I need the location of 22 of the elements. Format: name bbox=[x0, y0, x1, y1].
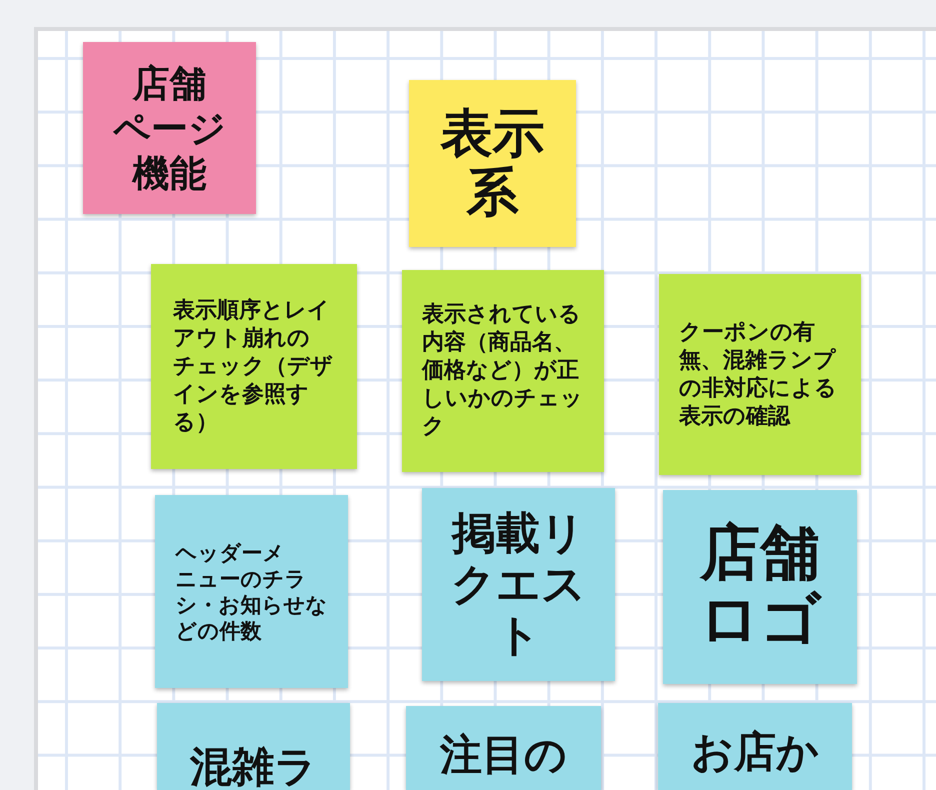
sticky-note bbox=[402, 270, 604, 472]
note-text: 注目の bbox=[438, 732, 568, 778]
sticky-note bbox=[83, 42, 256, 214]
note-text: クーポンの有無、混雑ランプの非対応による表示の確認 bbox=[679, 318, 838, 430]
sticky-note bbox=[658, 703, 852, 790]
note-text: お店か bbox=[690, 729, 820, 775]
sticky-note bbox=[663, 490, 857, 684]
note-text: 表示系 bbox=[439, 104, 546, 222]
note-text: 掲載リクエスト bbox=[450, 508, 587, 661]
sticky-note bbox=[157, 703, 350, 790]
note-text: 店舗ロゴ bbox=[698, 520, 823, 654]
sticky-note bbox=[155, 495, 348, 688]
sticky-note bbox=[151, 264, 357, 469]
note-text: 店舗ページ機能 bbox=[112, 60, 227, 196]
note-text: 表示されている内容（商品名、価格など）が正しいかのチェック bbox=[422, 301, 584, 441]
sticky-note bbox=[659, 274, 861, 475]
note-text: 表示順序とレイアウト崩れのチェック（デザインを参照する） bbox=[173, 296, 334, 436]
sticky-note bbox=[406, 706, 601, 790]
note-text: ヘッダーメニューのチラシ・お知らせなどの件数 bbox=[176, 540, 328, 644]
sticky-note bbox=[409, 80, 576, 247]
sticky-note bbox=[422, 488, 615, 681]
note-text: 混雑ラ bbox=[188, 744, 318, 790]
